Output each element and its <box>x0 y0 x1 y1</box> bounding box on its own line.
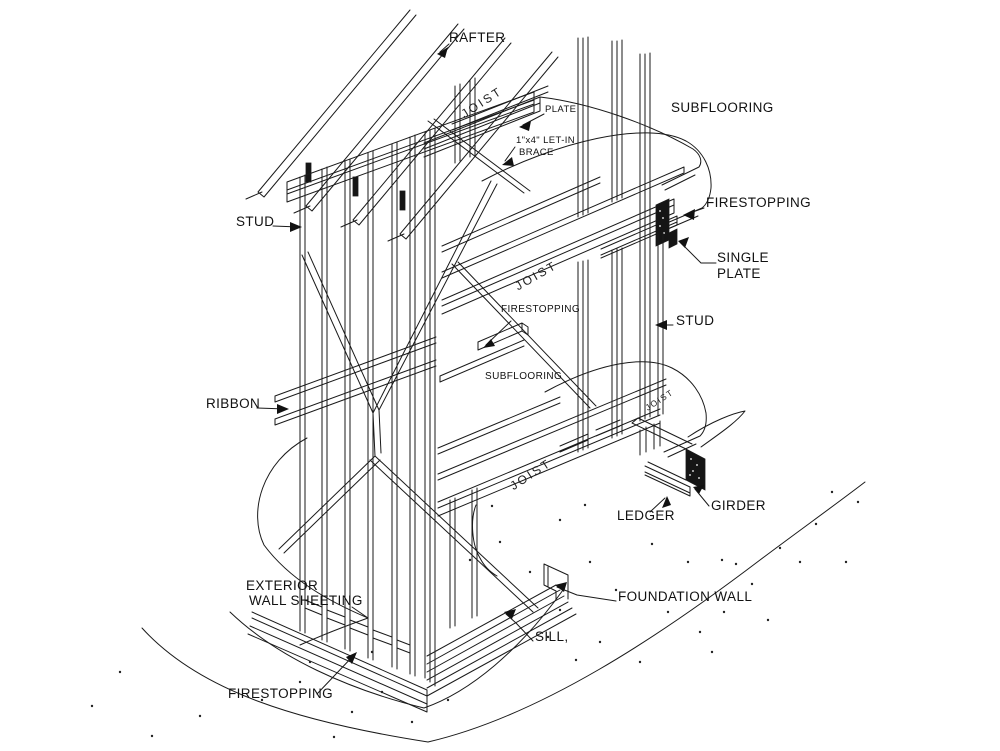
firestopping-right-arrow <box>683 209 695 220</box>
rafter-seat-mark <box>352 176 359 197</box>
leader-arrowheads <box>277 47 704 664</box>
girder-end-face <box>685 448 706 491</box>
label-stud-right: STUD <box>676 313 715 328</box>
second-floor-joists <box>441 132 712 315</box>
ribbon-board <box>274 336 437 426</box>
label-firestopping-bottom: FIRESTOPPING <box>228 686 334 701</box>
rafter-seat-mark <box>399 190 406 211</box>
rafters <box>245 9 559 242</box>
label-single-plate-line1: SINGLE <box>717 250 769 265</box>
corner-stud <box>424 127 436 687</box>
ground-stipple <box>90 490 860 739</box>
girder-ledger <box>631 417 706 497</box>
foundation-wall-arrow <box>555 582 567 592</box>
label-single-plate-line2: PLATE <box>717 266 761 281</box>
rafter-seat-mark <box>305 162 312 183</box>
label-let-in-brace-line1: 1"x4" LET-IN <box>516 135 576 146</box>
single-plate-arrow <box>678 237 689 248</box>
near-corner-studs <box>449 487 478 629</box>
let-in-brace-arrow <box>502 157 514 166</box>
sill-foundation <box>247 563 577 713</box>
gable-studs <box>454 77 476 164</box>
label-firestopping-right: FIRESTOPPING <box>706 195 812 210</box>
label-foundation-wall: FOUNDATION WALL <box>618 589 753 604</box>
stud-left-arrow <box>290 222 302 232</box>
foundation-corner-block <box>543 563 569 601</box>
first-floor-joists <box>437 361 746 577</box>
label-girder: GIRDER <box>711 498 766 513</box>
single-plate-board <box>600 215 678 259</box>
right-wall-braces <box>427 118 597 409</box>
exterior-sheeting-tear <box>257 437 369 646</box>
stud-right-arrow <box>655 320 667 330</box>
label-firestopping-mid: FIRESTOPPING <box>501 304 581 315</box>
label-rafter: RAFTER <box>449 30 506 45</box>
rafter-arrow <box>437 47 448 58</box>
upper-right-studs <box>577 36 651 422</box>
label-ribbon: RIBBON <box>206 396 261 411</box>
left-wall-studs <box>299 134 416 677</box>
left-wall-braces <box>278 180 539 613</box>
firestopping-mid-arrow <box>483 339 495 348</box>
sill-arrow <box>504 609 516 619</box>
ledger-arrow <box>662 496 671 508</box>
label-sill: SILL, <box>535 629 569 644</box>
firestopping-bottom-arrow <box>346 652 357 664</box>
label-subflooring-mid: SUBFLOORING <box>485 371 563 382</box>
label-let-in-brace-line2: BRACE <box>519 147 554 158</box>
label-exterior-wall-sheeting-line2: WALL SHEETING <box>249 593 363 608</box>
firestopping-steps <box>304 599 411 654</box>
ground <box>90 481 866 743</box>
ribbon-arrow <box>277 404 289 414</box>
plate-arrow <box>519 121 531 131</box>
mid-firestopping-detail <box>439 322 529 383</box>
subflooring-tear-first-floor <box>544 361 746 458</box>
label-subflooring-top: SUBFLOORING <box>671 100 774 115</box>
label-stud-left: STUD <box>236 214 275 229</box>
single-plate-end-mark <box>668 228 678 249</box>
label-plate: PLATE <box>545 104 577 115</box>
label-ledger: LEDGER <box>617 508 675 523</box>
label-exterior-wall-sheeting-line1: EXTERIOR <box>246 578 319 593</box>
girder-arrow <box>693 485 704 494</box>
